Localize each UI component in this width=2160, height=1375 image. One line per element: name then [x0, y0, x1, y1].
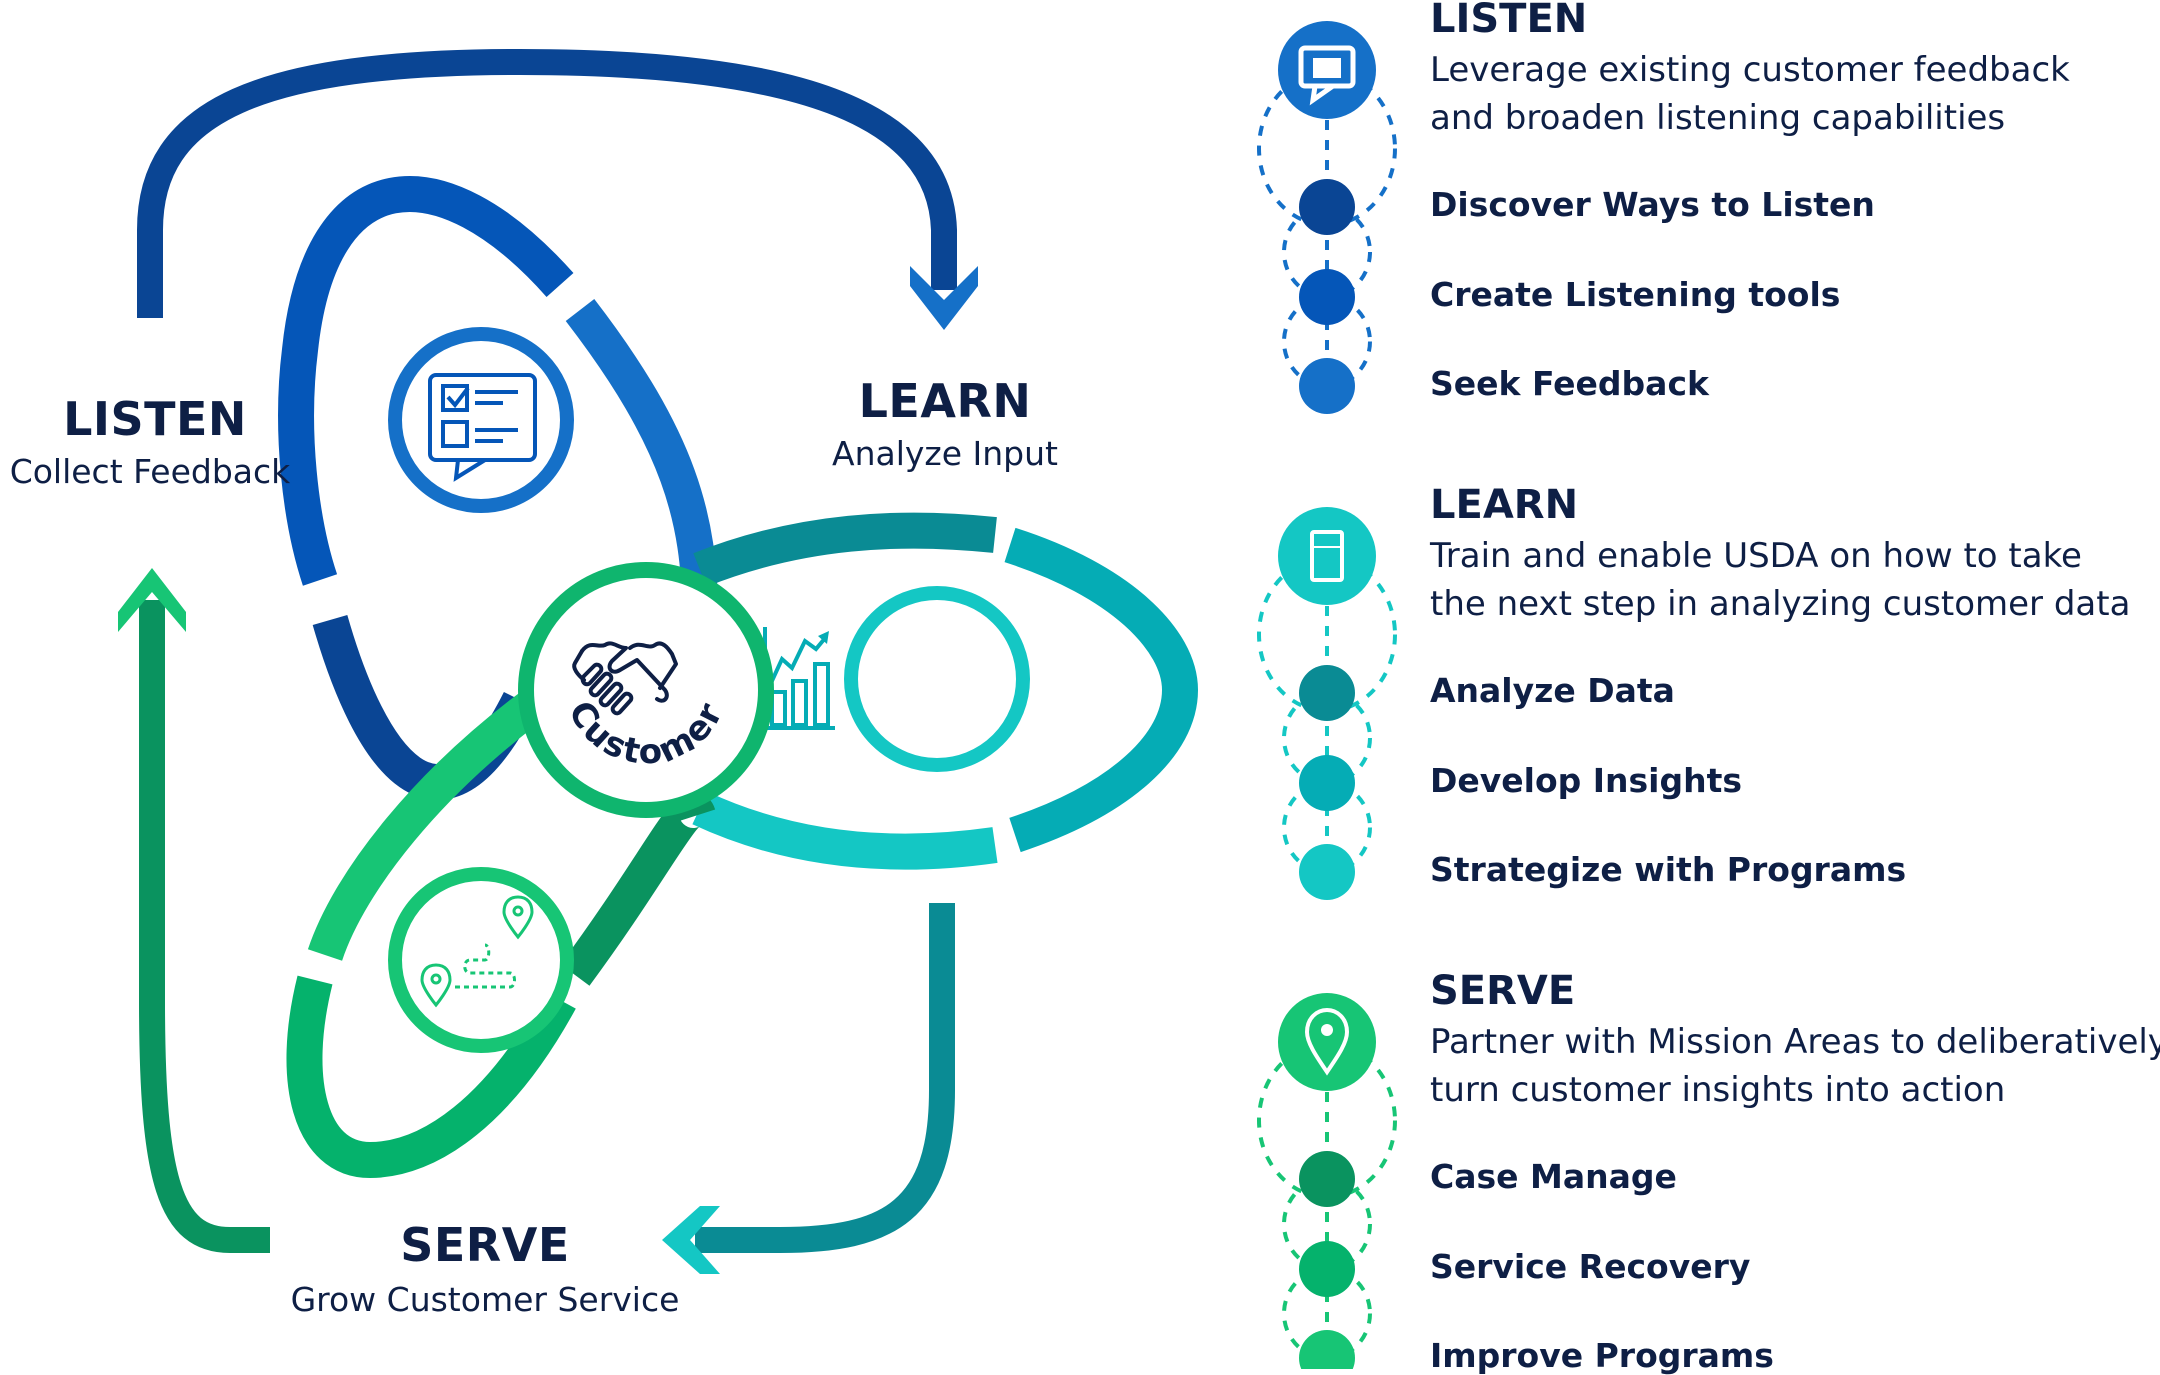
listen-section-title: LISTEN	[1430, 0, 1588, 42]
serve-section-description: Partner with Mission Areas to deliberati…	[1430, 1022, 2160, 1062]
panel-timeline	[1257, 21, 1397, 1369]
serve-section-description: turn customer insights into action	[1430, 1070, 2006, 1110]
learn-title: LEARN	[858, 374, 1032, 428]
learn-step-label: Develop Insights	[1430, 761, 1743, 800]
learn-subtitle: Analyze Input	[832, 434, 1058, 473]
serve-step-label: Improve Programs	[1430, 1336, 1774, 1375]
serve-to-listen-arrowhead	[118, 568, 186, 632]
listen-section-description: Leverage existing customer feedback	[1430, 50, 2070, 90]
listen-step-label: Seek Feedback	[1430, 364, 1709, 403]
listen-step-dot	[1299, 269, 1355, 325]
serve-section-badge	[1278, 993, 1376, 1091]
listen-title: LISTEN	[63, 392, 247, 446]
learn-section-description: Train and enable USDA on how to take	[1430, 536, 2082, 576]
learn-step-dot	[1299, 844, 1355, 900]
chat-bubble-icon	[1309, 83, 1335, 106]
listen-step-label: Discover Ways to Listen	[1430, 185, 1875, 224]
handshake-icon	[572, 641, 678, 716]
bar-chart-icon	[763, 586, 1030, 772]
serve-step-label: Case Manage	[1430, 1157, 1677, 1196]
chat-bubble-icon	[1313, 58, 1341, 78]
learn-step-dot	[1299, 755, 1355, 811]
learn-loop	[692, 512, 1199, 870]
map-pin-icon	[1321, 1024, 1333, 1036]
gauge-icon	[1312, 546, 1342, 548]
learn-section-description: the next step in analyzing customer data	[1430, 584, 2131, 624]
learn-step-label: Strategize with Programs	[1430, 850, 1907, 889]
listen-section-description: and broaden listening capabilities	[1430, 98, 2006, 138]
serve-section-title: SERVE	[1430, 968, 1576, 1014]
map-pin-icon	[1304, 1007, 1350, 1076]
listen-subtitle: Collect Feedback	[9, 452, 291, 491]
chat-bubble-icon	[1298, 45, 1356, 89]
serve-step-dot	[1299, 1241, 1355, 1297]
learn-step-dot	[1299, 665, 1355, 721]
serve-loop	[286, 685, 716, 1179]
learn-to-serve-arrowhead	[662, 1206, 720, 1274]
learn-step-label: Analyze Data	[1430, 671, 1675, 710]
listen-step-dot	[1299, 358, 1355, 414]
listen-to-learn-arrowhead	[910, 266, 978, 330]
checklist-icon	[388, 327, 574, 513]
learn-section-title: LEARN	[1430, 482, 1579, 528]
customer-hub: Customer	[518, 562, 774, 818]
listen-step-label: Create Listening tools	[1430, 275, 1841, 314]
serve-step-label: Service Recovery	[1430, 1247, 1751, 1286]
listen-step-dot	[1299, 179, 1355, 235]
serve-subtitle: Grow Customer Service	[290, 1280, 680, 1319]
learn-to-serve-arrow	[695, 903, 955, 1253]
serve-title: SERVE	[400, 1218, 570, 1272]
learn-section-badge	[1278, 507, 1376, 605]
route-map-icon	[388, 867, 574, 1053]
gauge-icon	[1310, 530, 1344, 582]
listen-to-learn-arrow	[137, 48, 957, 318]
serve-step-dot	[1299, 1330, 1355, 1369]
serve-step-dot	[1299, 1151, 1355, 1207]
serve-to-listen-arrow	[139, 600, 270, 1253]
